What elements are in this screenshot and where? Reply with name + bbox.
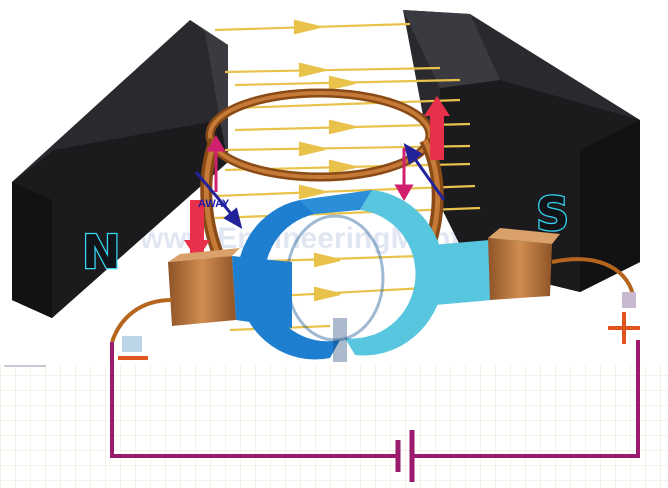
- negative-terminal-sign: [118, 356, 148, 360]
- south-pole-label: S: [536, 187, 569, 241]
- north-pole-label: N: [82, 225, 121, 279]
- negative-terminal-clip: [122, 336, 142, 352]
- positive-terminal-clip: [622, 292, 636, 308]
- current-direction-label: AWAY: [198, 198, 230, 210]
